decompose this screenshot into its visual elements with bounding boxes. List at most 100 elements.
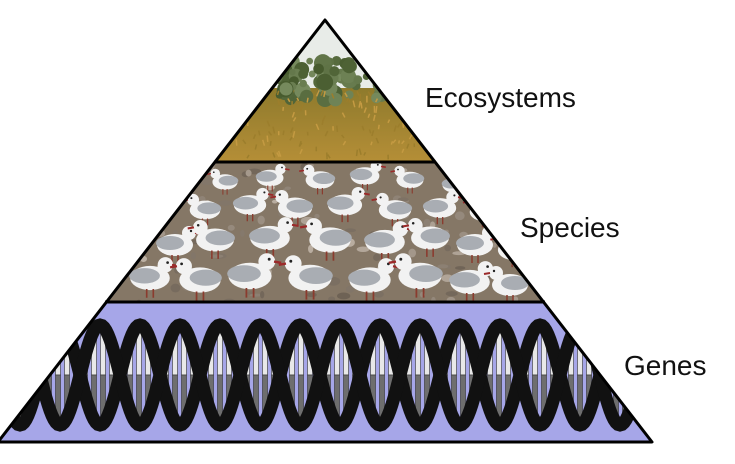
grass-tuft — [381, 103, 385, 109]
shrub — [316, 73, 334, 91]
gull-icon — [206, 168, 239, 195]
grass-tuft — [299, 104, 304, 112]
grass-tuft — [219, 90, 223, 98]
grass-tuft — [234, 119, 239, 125]
pebble — [356, 246, 370, 253]
pebble — [541, 277, 545, 285]
gull-beak — [169, 265, 178, 269]
gull-icon — [349, 162, 386, 191]
shrub — [381, 77, 389, 84]
gull-head — [394, 165, 405, 177]
grass-tuft — [399, 109, 402, 114]
gull-beak — [371, 198, 378, 201]
grass-tuft — [320, 89, 324, 96]
grass-tuft — [401, 148, 405, 154]
dna-strand — [0, 318, 652, 432]
gull-eye — [359, 190, 362, 193]
pebble — [397, 197, 409, 202]
grass-tuft — [408, 113, 412, 118]
gull-wing — [232, 196, 259, 210]
dna-double-helix-icon — [0, 318, 652, 432]
gull-head — [489, 266, 503, 280]
grass-tuft — [405, 116, 410, 124]
gull-wing — [286, 199, 314, 213]
grass-tuft — [292, 117, 297, 122]
gull-wing — [364, 232, 395, 248]
grass-tuft — [355, 149, 359, 157]
grass-tuft — [234, 97, 238, 104]
pebble — [507, 211, 512, 220]
base-pair-rung — [10, 332, 16, 376]
gull-eye — [310, 222, 313, 226]
grass-tuft — [377, 124, 380, 130]
gull-icon — [249, 217, 299, 258]
gull-eye — [411, 222, 415, 225]
gull-icon — [169, 258, 222, 301]
grass-tuft — [269, 140, 272, 146]
gull-icon — [187, 220, 235, 259]
grass-tuft — [401, 140, 405, 145]
pebble — [488, 223, 493, 228]
grass-tuft — [427, 128, 431, 136]
gull-beak — [390, 170, 396, 173]
pebble — [345, 285, 355, 293]
pebble — [170, 283, 181, 293]
pebble — [187, 170, 194, 175]
pebble — [227, 224, 235, 231]
shrub — [289, 68, 296, 76]
gull-eye — [470, 199, 473, 202]
gull-icon — [129, 257, 179, 298]
pebble — [151, 180, 164, 187]
grass-tuft — [296, 100, 299, 105]
gull-head — [284, 255, 302, 272]
grass-tuft — [342, 140, 347, 146]
grass-tuft — [415, 99, 419, 103]
ecosystem-tier-image — [214, 20, 436, 162]
base-pair-rung — [649, 374, 652, 416]
grass-tuft — [412, 124, 416, 131]
grass-tuft — [272, 126, 276, 134]
grass-tuft — [249, 100, 252, 104]
gull-eye — [267, 257, 271, 261]
grass-tuft — [315, 123, 320, 131]
gull-wing — [205, 230, 235, 246]
gull-head — [258, 253, 276, 270]
gull-head — [175, 258, 192, 275]
gull-wing — [249, 228, 280, 244]
base-pair-rung — [46, 342, 52, 376]
pebble — [167, 183, 176, 193]
pebble — [121, 167, 132, 173]
gull-head — [378, 258, 395, 275]
gull-eye — [180, 262, 183, 266]
gull-head — [303, 164, 315, 176]
gull-icon — [299, 218, 352, 261]
gull-wing — [456, 236, 484, 250]
shrub — [353, 75, 363, 85]
pebble — [480, 202, 494, 209]
grass-tuft — [276, 90, 280, 96]
gull-beak — [483, 272, 491, 275]
pebble — [118, 216, 124, 226]
gull-wing — [156, 236, 184, 250]
gull-beak — [278, 262, 287, 266]
pebble — [159, 189, 165, 194]
gull-eye — [196, 224, 200, 227]
grass-tuft — [396, 123, 401, 128]
gull-wing — [349, 168, 373, 180]
pebble — [308, 244, 314, 254]
gull-wing — [197, 202, 222, 215]
grass-tuft — [261, 139, 266, 146]
grass-tuft — [368, 129, 372, 134]
gull-head — [376, 192, 389, 206]
shrub — [299, 79, 307, 88]
gull-beak — [291, 223, 299, 227]
gull-eye — [212, 171, 215, 174]
shrub — [279, 82, 293, 96]
gull-icon — [402, 218, 450, 257]
pebble — [523, 251, 528, 255]
gull-head — [277, 217, 294, 233]
gull-eye — [166, 261, 169, 264]
grass-tuft — [387, 119, 391, 124]
grass-tuft — [266, 135, 269, 143]
pebble — [245, 169, 252, 177]
